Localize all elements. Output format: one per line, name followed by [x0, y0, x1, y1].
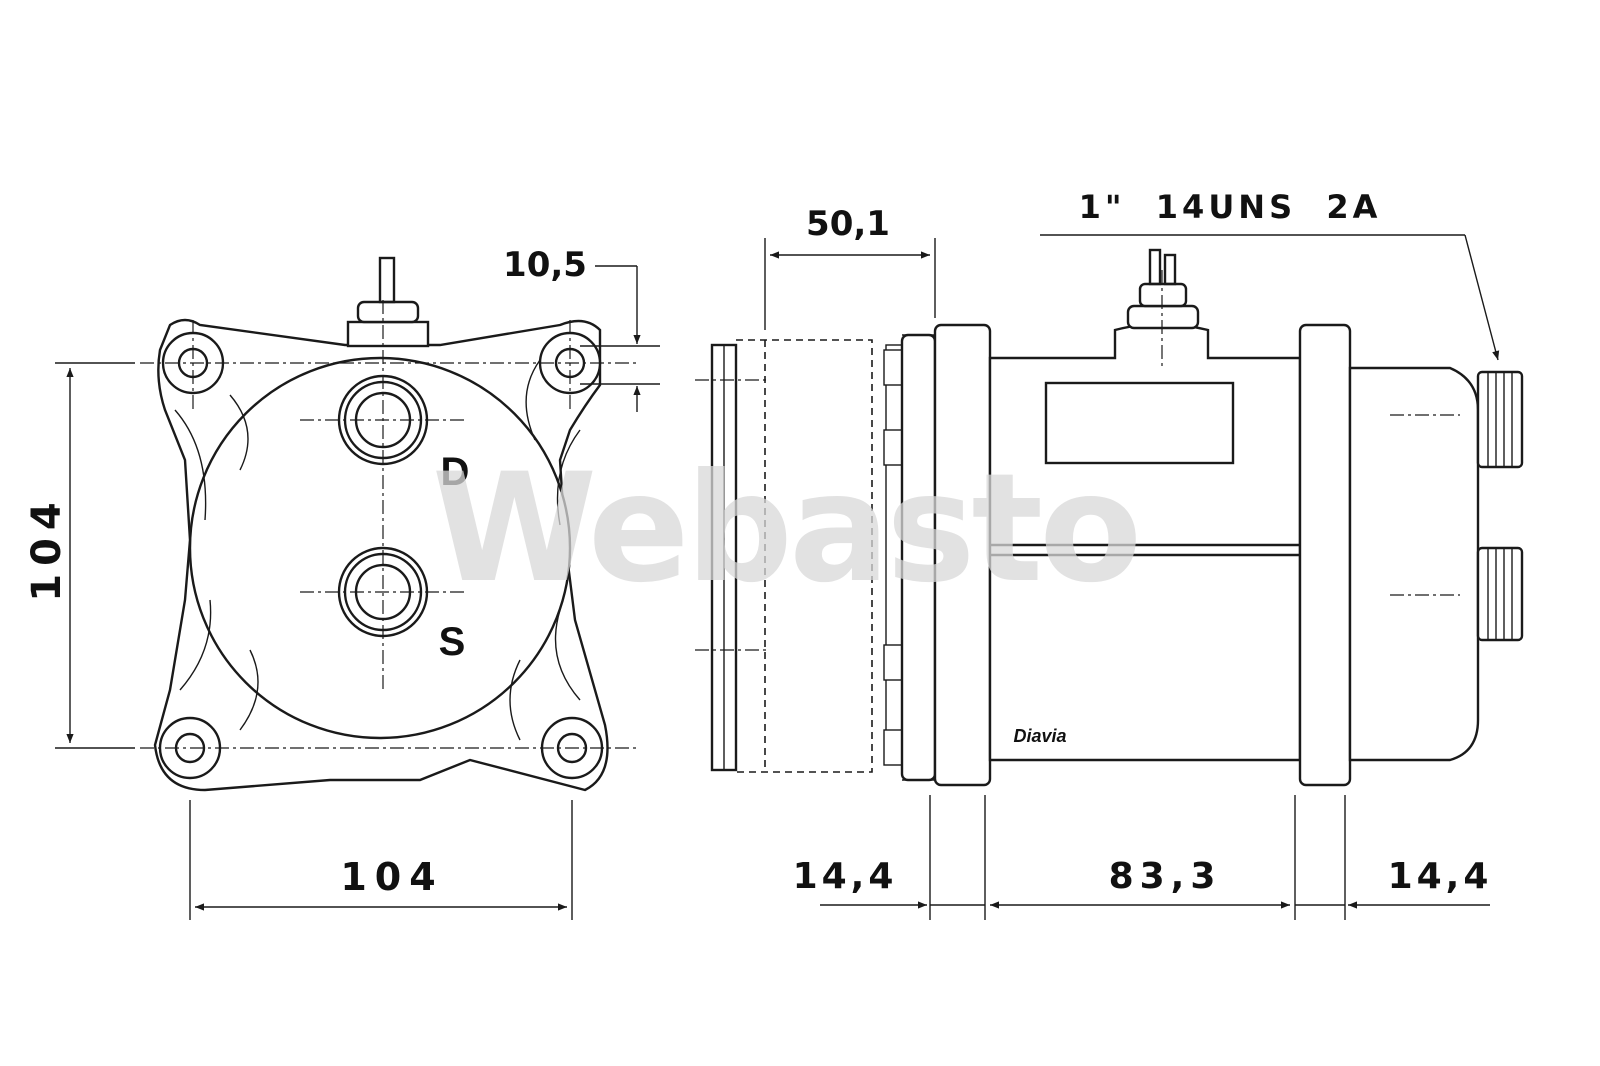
rear-head [1348, 366, 1480, 762]
port-label-discharge: D [441, 450, 470, 494]
thread-spec-label: 1" 14UNS 2A [1079, 188, 1382, 226]
port-label-suction: S [439, 620, 466, 664]
watermark-logo: Webasto [432, 442, 1138, 616]
bolt-1 [883, 349, 903, 386]
front-web-left-bottom [179, 599, 212, 691]
dim-side-lengths: 14,4 83,3 14,4 [793, 795, 1493, 920]
dim-mount-offset: 10,5 [503, 245, 660, 412]
front-web-right-top [525, 359, 541, 441]
front-mount-plate [153, 318, 609, 792]
dim-clutch-length-label: 50,1 [806, 204, 890, 244]
fitting-discharge-thread [1476, 370, 1524, 469]
dim-front-height-label: 104 [24, 494, 70, 602]
dim-flange-rear-label: 14,4 [1388, 856, 1493, 897]
bolt-4 [883, 729, 903, 766]
fitting-suction-thread [1476, 546, 1524, 642]
front-web-right-lower [509, 659, 521, 741]
side-view: Diavia [695, 248, 1524, 787]
dim-front-height: 104 [24, 362, 135, 749]
rear-flange [1298, 323, 1352, 787]
front-web-right-inner [556, 429, 581, 526]
front-web-left-inner [229, 394, 249, 471]
dim-flange-front-label: 14,4 [793, 856, 898, 897]
dim-thread-callout: 1" 14UNS 2A [1040, 188, 1500, 361]
bolt-3 [883, 644, 903, 681]
body-brand-label: Diavia [1013, 726, 1066, 746]
dim-body-length-label: 83,3 [1109, 856, 1222, 897]
side-terminal-connector [1126, 248, 1200, 330]
front-web-right-bottom [554, 609, 581, 701]
front-terminal-connector [346, 256, 430, 348]
dim-clutch-length: 50,1 [764, 204, 936, 330]
front-web-left-lower [239, 649, 259, 731]
dim-front-width-label: 104 [340, 855, 443, 899]
dim-front-width: 104 [189, 800, 573, 920]
front-web-left-top [174, 409, 207, 521]
front-view: D S [140, 256, 640, 792]
pulley-dashed-outline [736, 339, 873, 773]
dim-mount-offset-label: 10,5 [503, 245, 587, 285]
body-nameplate-panel [1044, 381, 1235, 465]
